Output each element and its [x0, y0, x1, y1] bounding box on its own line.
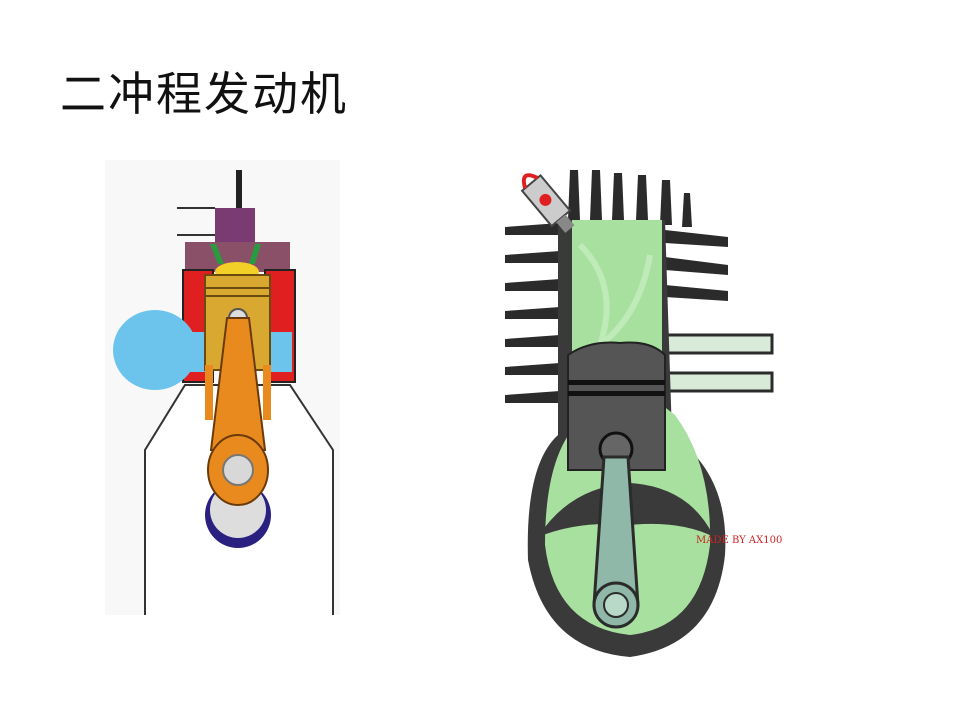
- watermark-text: MADE BY AX100: [696, 535, 782, 546]
- engine-cutaway-figure: [105, 160, 340, 615]
- slide-title: 二冲程发动机: [60, 67, 348, 121]
- two-stroke-engine-figure: MADE BY AX100: [500, 165, 790, 665]
- engine-cutaway-icon: [105, 160, 340, 615]
- two-stroke-engine-icon: MADE BY AX100: [505, 170, 782, 657]
